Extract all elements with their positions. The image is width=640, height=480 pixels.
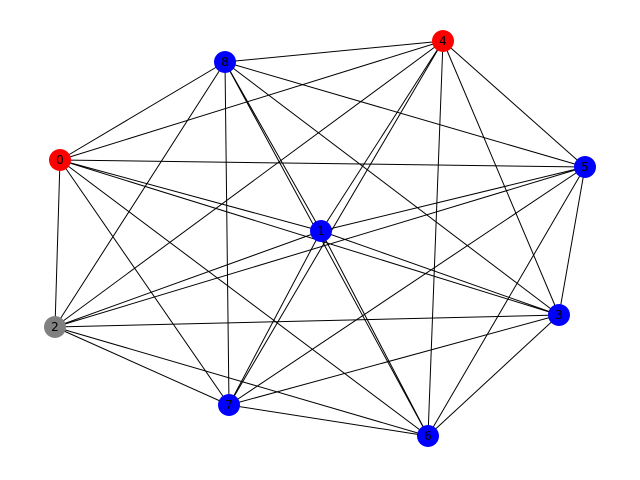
edge-1-7: [228, 230, 322, 406]
node-label-8: 8: [221, 55, 229, 69]
node-4: 4: [432, 30, 454, 52]
node-label-2: 2: [51, 320, 59, 334]
node-circle-5: [574, 156, 596, 178]
edge-5-3: [558, 166, 586, 316]
node-circle-7: [218, 394, 240, 416]
node-label-6: 6: [424, 429, 432, 443]
node-circle-3: [548, 304, 570, 326]
edge-5-2: [54, 166, 586, 328]
node-2: 2: [44, 316, 66, 338]
node-circle-6: [417, 425, 439, 447]
edge-5-1: [320, 166, 586, 232]
node-circle-2: [44, 316, 66, 338]
edge-0-6: [59, 159, 429, 437]
edge-0-4: [59, 40, 444, 161]
edge-8-4: [224, 40, 444, 63]
edge-2-7: [54, 326, 230, 406]
node-6: 6: [417, 425, 439, 447]
node-1: 1: [310, 220, 332, 242]
edge-0-3: [59, 159, 560, 316]
edge-0-2: [54, 159, 61, 328]
node-5: 5: [574, 156, 596, 178]
node-circle-4: [432, 30, 454, 52]
edge-8-7: [224, 61, 230, 406]
edge-3-6: [427, 314, 560, 437]
edge-0-8: [59, 61, 226, 161]
edge-8-6: [224, 61, 429, 437]
node-7: 7: [218, 394, 240, 416]
edge-8-1: [224, 61, 322, 232]
node-layer: 0 1 2 3 4 5 6 7 8: [44, 30, 596, 447]
edge-4-5: [442, 40, 586, 168]
node-circle-0: [49, 149, 71, 171]
edge-0-1: [59, 159, 322, 232]
node-label-5: 5: [581, 160, 589, 174]
node-label-0: 0: [56, 153, 64, 167]
edge-7-6: [228, 404, 429, 437]
edge-5-7: [228, 166, 586, 406]
edge-8-2: [54, 61, 226, 328]
edge-4-3: [442, 40, 560, 316]
node-circle-1: [310, 220, 332, 242]
edge-0-5: [59, 159, 586, 168]
edge-4-1: [320, 40, 444, 232]
edge-2-6: [54, 326, 429, 437]
node-circle-8: [214, 51, 236, 73]
node-label-3: 3: [555, 308, 563, 322]
edge-1-2: [54, 230, 322, 328]
edge-2-3: [54, 314, 560, 328]
edge-5-6: [427, 166, 586, 437]
edge-layer: [54, 40, 586, 437]
node-label-1: 1: [317, 224, 325, 238]
node-label-4: 4: [439, 34, 447, 48]
edge-8-3: [224, 61, 560, 316]
edge-1-6: [320, 230, 429, 437]
edge-3-7: [228, 314, 560, 406]
node-8: 8: [214, 51, 236, 73]
node-0: 0: [49, 149, 71, 171]
edge-1-3: [320, 230, 560, 316]
node-label-7: 7: [225, 398, 233, 412]
edge-4-2: [54, 40, 444, 328]
edge-4-6: [427, 40, 444, 437]
edge-4-7: [228, 40, 444, 406]
edge-8-5: [224, 61, 586, 168]
edge-0-7: [59, 159, 230, 406]
node-3: 3: [548, 304, 570, 326]
